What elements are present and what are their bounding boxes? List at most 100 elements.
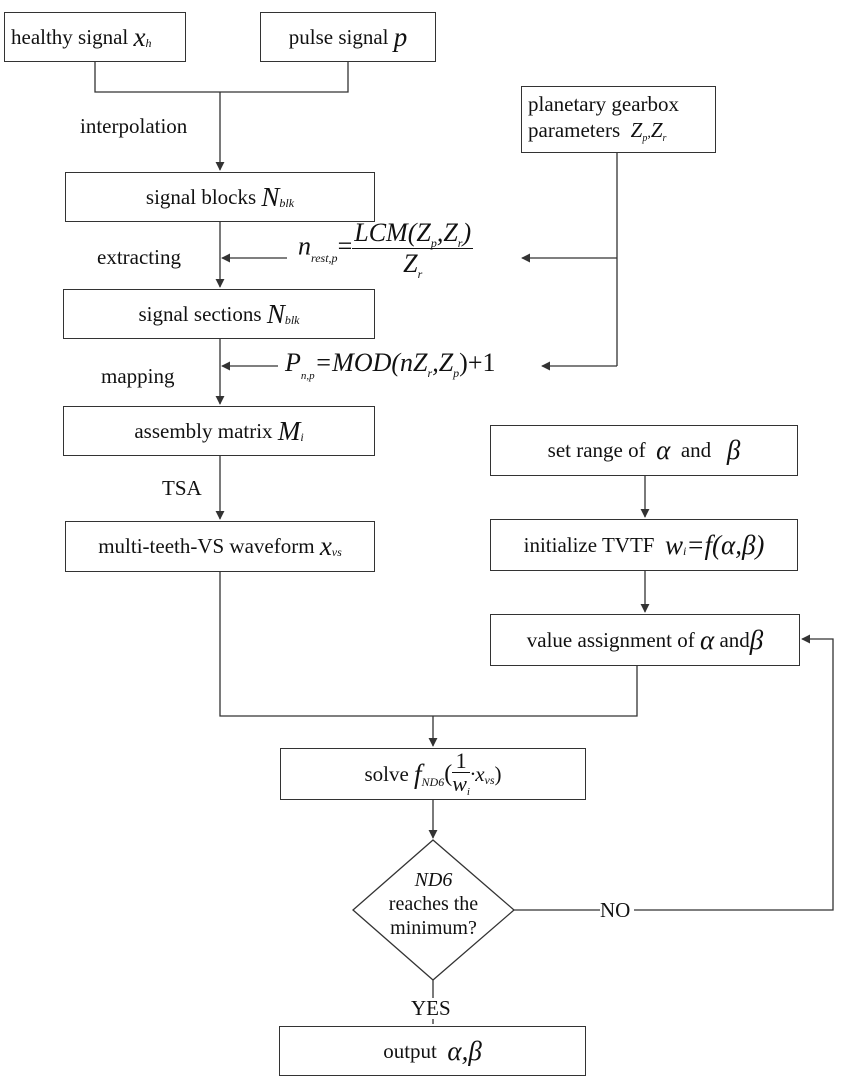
pnp-rsub1: r xyxy=(427,366,433,380)
connector-valueassign xyxy=(433,666,638,717)
solve-label: solve xyxy=(364,761,409,786)
nrest-numerator: LCM(Zp,Zr) xyxy=(352,218,474,250)
planetary-params-label: parameters xyxy=(528,118,621,142)
no-label: NO xyxy=(600,898,631,922)
output-label: output xyxy=(383,1038,437,1063)
nrest-fraction: LCM(Zp,Zr)Zr xyxy=(352,218,474,281)
solve-num: 1 xyxy=(452,749,470,773)
healthy-signal-label: healthy signal xyxy=(11,24,129,49)
yes-label: YES xyxy=(411,996,451,1020)
pnp-lhs-sub: n,p xyxy=(300,370,315,382)
solve-f: f xyxy=(414,758,422,789)
initialize-sub: i xyxy=(682,543,687,558)
connector-multiteeth xyxy=(219,572,433,717)
pnp-equation: Pn,p=MOD(nZr,Zp)+1 xyxy=(285,348,496,382)
mapping-label: mapping xyxy=(101,364,175,388)
nrest-num-sub2: r xyxy=(457,236,463,250)
multiteeth-label: multi-teeth-VS waveform xyxy=(98,534,315,558)
connector-healthy xyxy=(94,62,220,93)
planetary-line1: planetary gearbox xyxy=(528,92,680,116)
decision-line1: ND6 xyxy=(414,869,453,891)
signal-blocks-var: N xyxy=(261,181,280,212)
solve-f-sub: ND6 xyxy=(421,774,445,789)
decision-text: ND6 reaches the minimum? xyxy=(353,868,514,940)
solve-den-w: w xyxy=(452,770,467,796)
solve-close: ) xyxy=(494,761,502,786)
initialize-label: initialize TVTF xyxy=(523,532,655,557)
planetary-z1-sub: p xyxy=(642,133,648,144)
pnp-rhs1: =MOD(nZ xyxy=(314,348,428,377)
decision-line2: reaches the xyxy=(388,893,479,915)
interpolation-label: interpolation xyxy=(80,114,188,138)
signal-sections-var: N xyxy=(266,298,285,329)
pulse-signal-label: pulse signal xyxy=(288,24,389,49)
pulse-signal-box: pulse signal p xyxy=(260,12,436,62)
set-range-and: and xyxy=(680,438,712,462)
healthy-signal-var: x xyxy=(133,21,146,52)
nrest-num-mid: ,Z xyxy=(436,218,458,247)
solve-tail-sub: vs xyxy=(484,772,495,787)
nrest-lhs: n xyxy=(298,231,311,261)
nrest-lhs-sub: rest,p xyxy=(311,251,338,266)
multiteeth-sub: vs xyxy=(331,545,342,559)
nrest-equation: nrest,p=LCM(Zp,Zr)Zr xyxy=(298,218,474,281)
nrest-den-sub: r xyxy=(417,267,423,281)
extracting-label: extracting xyxy=(97,245,181,269)
solve-den-sub: i xyxy=(466,785,470,798)
value-assignment-beta: β xyxy=(749,624,764,655)
planetary-sep: , xyxy=(647,126,651,141)
set-range-box: set range of α and β xyxy=(490,425,798,476)
output-box: output α,β xyxy=(279,1026,586,1076)
planetary-z2: Z xyxy=(650,118,663,142)
nrest-denominator: Zr xyxy=(352,249,473,281)
pnp-rhs3: )+1 xyxy=(459,348,496,377)
healthy-signal-sub: h xyxy=(145,35,152,50)
initialize-rhs: =f(α,β) xyxy=(686,529,765,560)
assembly-matrix-label: assembly matrix xyxy=(134,418,273,443)
planetary-params-box: planetary gearbox parameters Zp,Zr xyxy=(521,86,716,153)
solve-den: wi xyxy=(452,770,470,799)
pnp-rsub2: p xyxy=(453,366,460,380)
connector-pulse xyxy=(220,62,349,93)
pnp-lhs: P xyxy=(285,348,301,377)
value-assignment-label: value assignment of xyxy=(526,627,695,652)
signal-sections-label: signal sections xyxy=(138,301,262,326)
solve-open: ( xyxy=(444,760,453,787)
nrest-eq: = xyxy=(337,231,353,261)
nrest-den-z: Z xyxy=(403,249,418,278)
decision-line3: minimum? xyxy=(390,917,477,939)
signal-blocks-label: signal blocks xyxy=(145,184,257,209)
assembly-matrix-var: M xyxy=(277,415,301,446)
arrow-no-loop xyxy=(634,634,834,911)
set-range-beta: β xyxy=(726,435,741,465)
multiteeth-var: x xyxy=(319,531,332,561)
nrest-num-a: LCM(Z xyxy=(354,218,431,247)
pulse-signal-var: p xyxy=(393,21,408,52)
set-range-alpha: α xyxy=(656,435,671,465)
signal-sections-sub: blk xyxy=(284,312,300,327)
pnp-rhs2: ,Z xyxy=(432,348,454,377)
value-assignment-alpha: α xyxy=(700,624,715,655)
solve-tail: ·x xyxy=(469,761,485,786)
planetary-z2-sub: r xyxy=(662,133,667,144)
nrest-num-end: ) xyxy=(462,218,472,247)
set-range-label: set range of xyxy=(547,438,646,462)
output-vars: α,β xyxy=(447,1035,482,1066)
planetary-z1: Z xyxy=(630,118,643,142)
value-assignment-and: and xyxy=(719,627,750,652)
signal-blocks-sub: blk xyxy=(279,195,295,210)
tsa-label: TSA xyxy=(162,476,202,500)
planetary-line2: parameters Zp,Zr xyxy=(528,117,666,148)
nrest-num-sub1: p xyxy=(430,236,437,250)
initialize-w: w xyxy=(664,529,683,560)
